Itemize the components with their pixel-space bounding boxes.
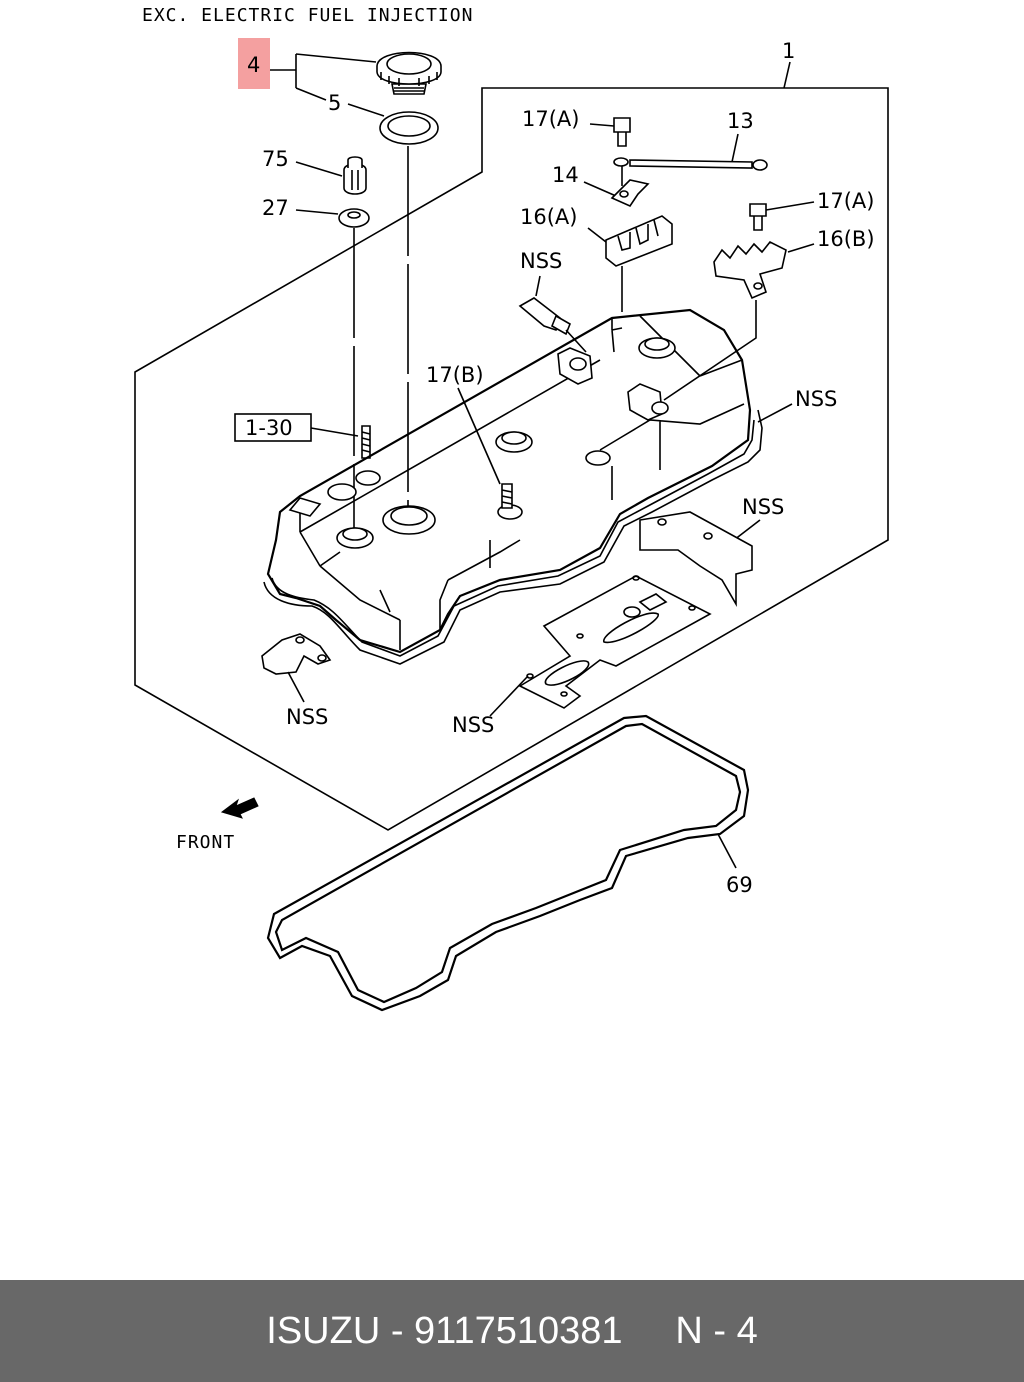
callout-27: 27 xyxy=(262,196,289,220)
leader-16b xyxy=(787,243,815,253)
callout-nss-bracket: NSS xyxy=(742,495,784,519)
clip-14 xyxy=(610,179,650,208)
ref-box xyxy=(234,413,312,442)
leader-4 xyxy=(270,53,377,101)
ref-box-label: 1-30 xyxy=(245,416,293,440)
parts-diagram: EXC. ELECTRIC FUEL INJECTION 1 4 5 75 27… xyxy=(134,5,889,1012)
bracket-install-line xyxy=(663,300,757,401)
leader-nss-plate xyxy=(489,675,529,717)
callout-5: 5 xyxy=(328,91,341,115)
callout-nss-sensor: NSS xyxy=(520,249,562,273)
callout-16a: 16(A) xyxy=(520,205,577,229)
callout-nss-left: NSS xyxy=(286,705,328,729)
footer-bar: ISUZU - 9117510381 N - 4 xyxy=(0,1280,1024,1382)
callout-17a-top: 17(A) xyxy=(522,107,579,131)
leader-17b xyxy=(457,387,501,485)
leader-1 xyxy=(783,61,791,89)
harness-clip-16b xyxy=(713,240,787,300)
bracket-nss xyxy=(639,511,753,607)
ground-wire-13 xyxy=(613,157,768,171)
assembly-frame xyxy=(134,87,889,831)
sensor-nss xyxy=(518,297,572,336)
callout-13: 13 xyxy=(727,109,754,133)
leader-nss-left xyxy=(287,671,305,703)
callout-4: 4 xyxy=(247,53,260,77)
sensor-install-line xyxy=(565,329,587,353)
bracket-left-nss xyxy=(261,633,332,675)
diagram-header: EXC. ELECTRIC FUEL INJECTION xyxy=(142,5,473,26)
screw-17a-right xyxy=(749,203,767,231)
bolt-17b xyxy=(501,483,513,509)
leader-nss-bracket xyxy=(733,519,761,541)
leader-nss-sensor xyxy=(535,275,541,297)
cylinder-head-cover xyxy=(263,308,763,665)
leader-nss-right xyxy=(757,403,793,423)
leader-17a-top xyxy=(589,123,615,127)
leader-27 xyxy=(295,209,339,215)
leader-69 xyxy=(717,833,737,869)
front-arrow-icon xyxy=(220,797,259,819)
oil-filler-cap xyxy=(376,51,442,95)
callout-nss-right: NSS xyxy=(795,387,837,411)
highlight-box xyxy=(238,38,270,89)
cap-gasket xyxy=(379,111,439,145)
leader-5 xyxy=(347,103,385,117)
leader-ref xyxy=(310,427,359,437)
stud xyxy=(361,425,371,459)
leader-17a-right xyxy=(765,201,815,211)
footer-part-number: ISUZU - 9117510381 N - 4 xyxy=(266,1309,758,1352)
callout-75: 75 xyxy=(262,147,289,171)
callout-17b: 17(B) xyxy=(426,363,484,387)
callout-14: 14 xyxy=(552,163,579,187)
callout-nss-plate: NSS xyxy=(452,713,494,737)
front-label: FRONT xyxy=(176,832,235,853)
leader-16a xyxy=(587,227,607,243)
grommet-27 xyxy=(338,208,370,228)
screw-17a-top xyxy=(613,117,631,147)
bolt-75 xyxy=(343,156,367,195)
callout-1: 1 xyxy=(782,39,795,63)
leader-75 xyxy=(295,161,343,177)
leader-13 xyxy=(731,133,739,163)
gasket-69 xyxy=(266,714,750,1012)
leader-14 xyxy=(583,181,617,197)
harness-clip-16a xyxy=(605,215,673,267)
plate-nss xyxy=(518,575,712,709)
callout-16b: 16(B) xyxy=(817,227,875,251)
callout-69: 69 xyxy=(726,873,753,897)
callout-17a-right: 17(A) xyxy=(817,189,874,213)
